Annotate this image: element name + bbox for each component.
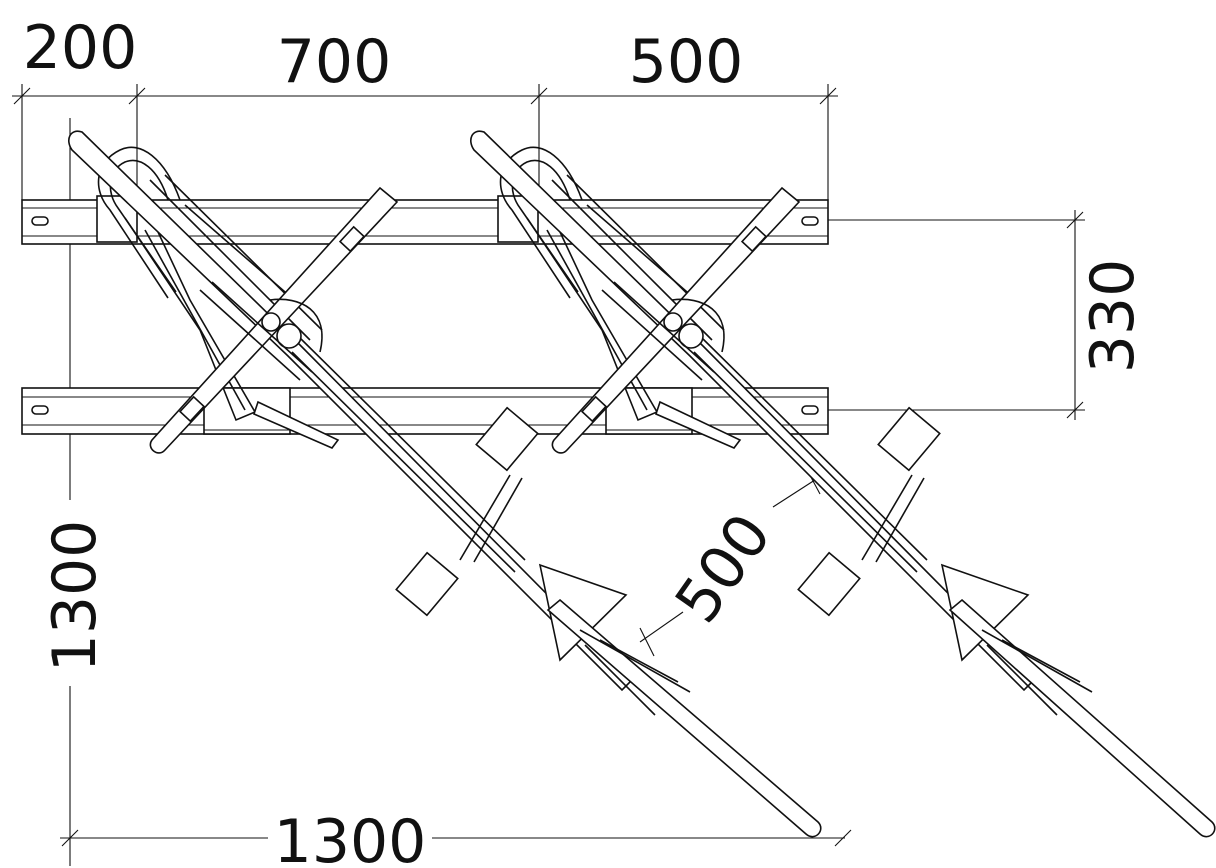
bicycle-left bbox=[68, 130, 822, 838]
dimension-lines bbox=[12, 84, 1085, 866]
dim-top-offset: 200 bbox=[23, 13, 138, 83]
bicycle-right bbox=[470, 130, 1216, 838]
dim-bottom-width: 1300 bbox=[274, 807, 427, 868]
dim-diagonal-spacing: 500 bbox=[662, 502, 785, 636]
dim-top-spacing: 700 bbox=[277, 27, 392, 97]
dim-top-right: 500 bbox=[629, 27, 744, 97]
dim-left-height: 1300 bbox=[40, 520, 110, 673]
dim-rail-spacing: 330 bbox=[1078, 259, 1148, 374]
